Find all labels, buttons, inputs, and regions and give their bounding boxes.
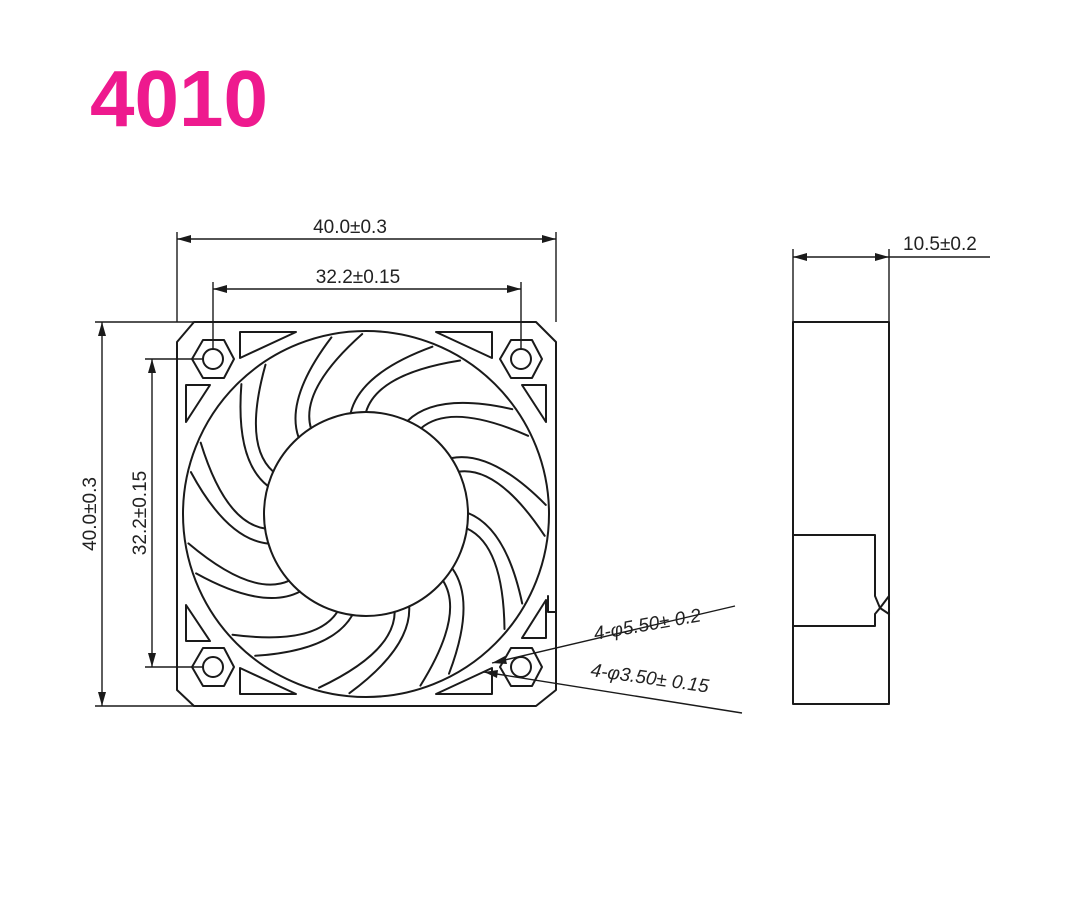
dim-overall-width: 40.0±0.3 xyxy=(313,217,387,238)
fan-shroud-ring xyxy=(182,330,550,698)
dim-overall-height: 40.0±0.3 xyxy=(80,477,101,551)
arrowhead xyxy=(542,235,556,243)
side-profile xyxy=(792,321,890,705)
arrowhead xyxy=(213,285,227,293)
fan-blade xyxy=(420,415,547,506)
fan-frame-outline xyxy=(176,321,557,707)
fan-blade xyxy=(365,359,514,422)
front-view xyxy=(176,321,557,707)
model-title: 4010 xyxy=(90,54,268,143)
fan-blade xyxy=(457,470,546,605)
fan-blades xyxy=(187,333,547,695)
arrowhead xyxy=(507,285,521,293)
fan-blade xyxy=(199,383,269,530)
frame-corner-webbing xyxy=(185,331,547,695)
front-dimensions: 40.0±0.3 32.2±0.15 40.0±0.3 32.2±0.15 4-… xyxy=(80,217,743,714)
arrowhead xyxy=(484,670,498,678)
fan-hub xyxy=(263,411,469,617)
arrowhead xyxy=(148,653,156,667)
arrowhead xyxy=(148,359,156,373)
arrowhead xyxy=(793,253,807,261)
arrowhead xyxy=(492,656,507,664)
leader-outer-hole xyxy=(491,605,736,664)
fan-blade xyxy=(187,471,290,586)
arrowhead xyxy=(98,692,106,706)
arrowhead xyxy=(177,235,191,243)
arrowhead xyxy=(875,253,889,261)
fan-blade xyxy=(254,336,333,473)
side-view xyxy=(792,321,890,705)
dim-hole-spacing-horizontal: 32.2±0.15 xyxy=(316,267,400,288)
arrowhead xyxy=(98,322,106,336)
leader-inner-hole xyxy=(483,671,743,714)
fan-blade xyxy=(195,572,339,639)
mounting-hole-bottom-right xyxy=(499,647,543,687)
side-dimensions: 10.5±0.2 xyxy=(792,234,990,322)
frame-notch xyxy=(547,595,557,613)
fan-blade xyxy=(254,610,396,689)
callout-outer-hole: 4-φ5.50± 0.2 xyxy=(592,605,703,645)
fan-blade xyxy=(308,333,434,430)
fan-blade xyxy=(448,527,506,675)
fan-blade xyxy=(348,579,452,695)
dim-hole-spacing-vertical: 32.2±0.15 xyxy=(130,471,151,555)
dim-thickness: 10.5±0.2 xyxy=(903,234,977,255)
